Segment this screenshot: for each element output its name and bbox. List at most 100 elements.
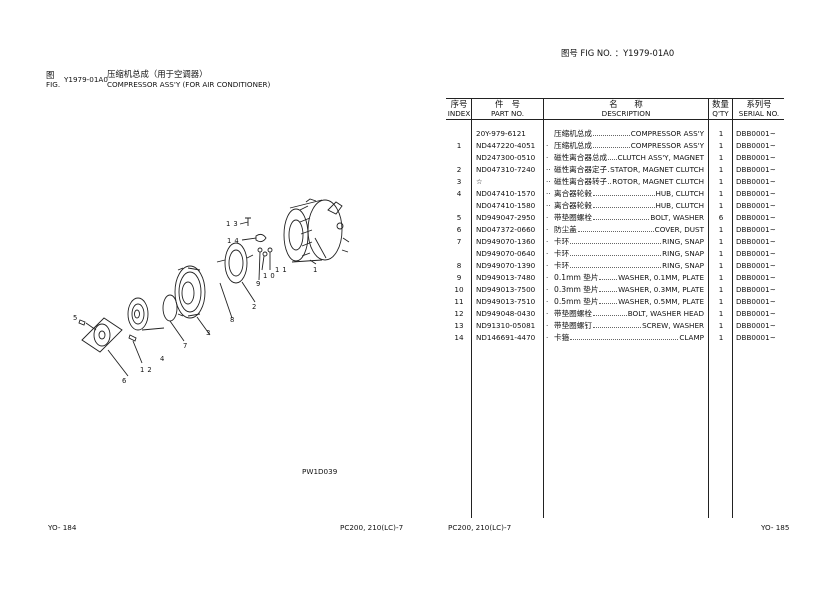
row-name-cn: 带垫圈螺钉 — [554, 321, 592, 330]
col-divider-2 — [543, 98, 544, 518]
row-qty: 1 — [718, 249, 724, 258]
header-qty-cn: 数量 — [712, 99, 729, 109]
row-index: 11 — [454, 297, 464, 306]
row-desc-en: HUB, CLUTCH — [655, 189, 704, 198]
row-desc-en: COMPRESSOR ASS'Y — [630, 129, 704, 138]
row-qty: 1 — [718, 309, 724, 318]
row-name-cn: 卡箍 — [554, 333, 570, 342]
fig-label-cn: 图 — [46, 70, 55, 80]
callout-5: 5 — [73, 314, 78, 322]
row-desc-en: WASHER, 0.1MM, PLATE — [618, 273, 704, 282]
row-indent: · — [546, 153, 549, 162]
row-indent: · — [546, 285, 549, 294]
row-desc-en: WASHER, 0.3MM, PLATE — [618, 285, 704, 294]
row-index: 6 — [456, 225, 462, 234]
row-index: 5 — [456, 213, 462, 222]
row-serial: DBB0001~ — [736, 141, 776, 150]
row-index: 8 — [456, 261, 462, 270]
row-indent: · — [546, 333, 549, 342]
row-part-no: ☆ — [476, 177, 483, 186]
row-name-cn: 带垫圈螺栓 — [554, 309, 592, 318]
row-indent: · — [546, 309, 549, 318]
row-name-cn: 压缩机总成 — [554, 141, 592, 150]
row-serial: DBB0001~ — [736, 177, 776, 186]
row-indent: · — [546, 213, 549, 222]
callout-1: 1 — [313, 266, 318, 274]
row-description: · 0.3mm 垫片 WASHER, 0.3MM, PLATE — [546, 285, 704, 294]
callout-2: 2 — [252, 303, 257, 311]
leader-dots — [608, 153, 617, 160]
row-name-cn: 离合器轮毂 — [554, 201, 592, 210]
row-index: 3 — [456, 177, 462, 186]
row-index: 7 — [456, 237, 462, 246]
row-qty: 1 — [718, 177, 724, 186]
row-part-no: ND047410-1580 — [476, 201, 536, 210]
row-part-no: ND949048-0430 — [476, 309, 536, 318]
leader-dots — [599, 297, 618, 304]
row-indent: · — [546, 141, 549, 150]
row-indent: · — [546, 225, 549, 234]
washer-10 — [262, 251, 268, 257]
left-page-number: YO- 184 — [48, 523, 77, 532]
row-indent: ·· — [546, 201, 551, 210]
row-indent: · — [546, 273, 549, 282]
leader-dots — [570, 237, 662, 244]
row-qty: 1 — [718, 141, 724, 150]
row-serial: DBB0001~ — [736, 225, 776, 234]
row-name-cn: 带垫圈螺栓 — [554, 213, 592, 222]
row-index: 2 — [456, 165, 462, 174]
row-desc-en: RING, SNAP — [662, 237, 704, 246]
row-serial: DBB0001~ — [736, 297, 776, 306]
row-part-no: ND047310-7240 — [476, 165, 536, 174]
leader-dots — [570, 261, 662, 268]
row-part-no: ND047410-1570 — [476, 189, 536, 198]
row-desc-en: BOLT, WASHER HEAD — [627, 309, 704, 318]
row-part-no: ND146691-4470 — [476, 333, 536, 342]
row-desc-en: ROTOR, MAGNET CLUTCH — [612, 177, 704, 186]
leader-dots — [570, 333, 679, 340]
row-name-cn: 离合器轮毂 — [554, 189, 592, 198]
row-name-cn: 0.3mm 垫片 — [554, 285, 599, 294]
right-model: PC200, 210(LC)-7 — [448, 523, 512, 532]
leader-dots — [608, 165, 610, 172]
header-index-cn: 序号 — [450, 99, 468, 109]
header-desc-cn: 名 称 — [609, 99, 643, 109]
row-indent: · — [546, 237, 549, 246]
row-qty: 1 — [718, 285, 724, 294]
leader-dots — [577, 225, 654, 232]
row-index: 14 — [454, 333, 464, 342]
row-part-no: ND949013-7510 — [476, 297, 536, 306]
bolt-5 — [78, 319, 86, 326]
leader-dots — [592, 309, 627, 316]
row-description: · 带垫圈螺栓 BOLT, WASHER HEAD — [546, 309, 704, 318]
row-part-no: ND949013-7500 — [476, 285, 536, 294]
leader-dots — [599, 273, 618, 280]
right-page-number: YO- 185 — [761, 523, 790, 532]
row-qty: 1 — [718, 261, 724, 270]
row-serial: DBB0001~ — [736, 129, 776, 138]
fig-label-en: FIG. — [46, 80, 61, 89]
row-qty: 1 — [718, 129, 724, 138]
row-description: · 压缩机总成 COMPRESSOR ASS'Y — [546, 141, 704, 150]
row-index: 12 — [454, 309, 464, 318]
row-part-no: ND91310-05081 — [476, 321, 536, 330]
figure-title-cn: 压缩机总成（用于空调器） — [107, 69, 208, 79]
leader-dots — [570, 249, 662, 256]
clutch-hub — [127, 297, 149, 331]
header-qty-en: Q'TY — [712, 109, 729, 118]
col-divider-1 — [471, 98, 472, 518]
row-desc-en: COVER, DUST — [654, 225, 704, 234]
row-serial: DBB0001~ — [736, 333, 776, 342]
row-desc-en: COMPRESSOR ASS'Y — [630, 141, 704, 150]
row-part-no: ND447220-4051 — [476, 141, 536, 150]
